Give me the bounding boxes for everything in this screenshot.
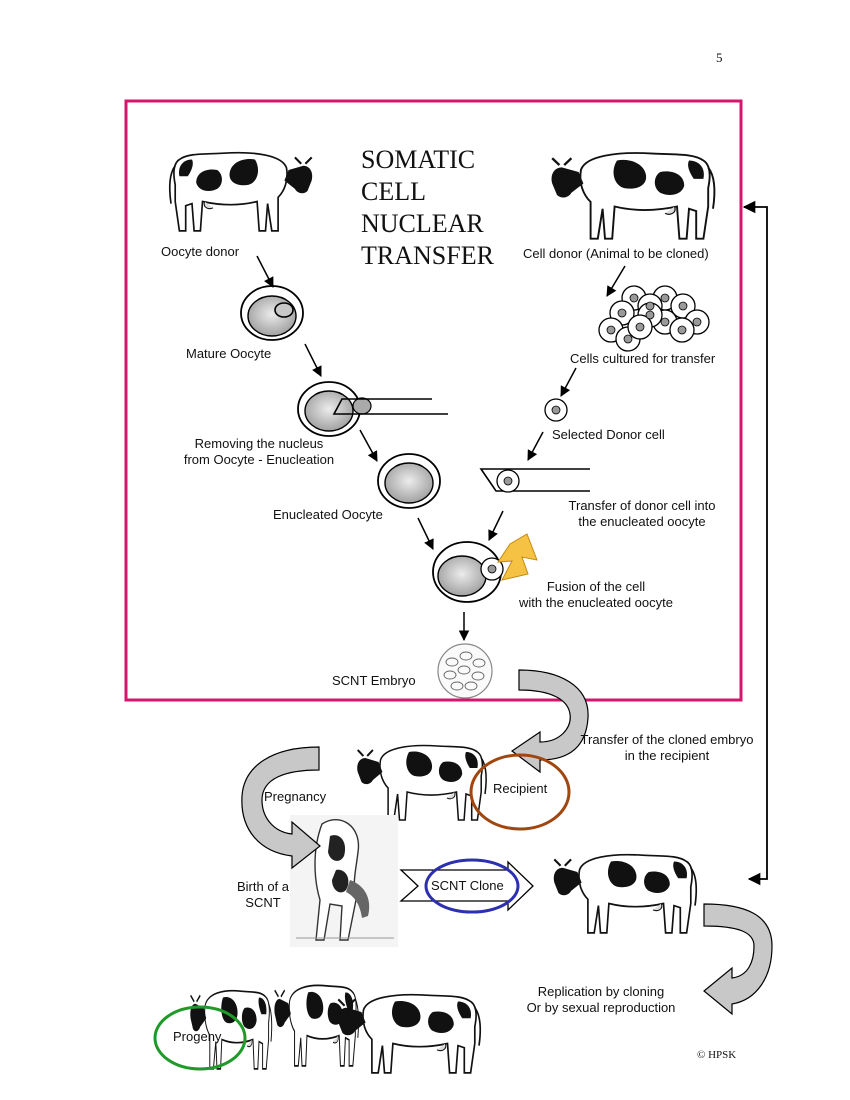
fusion-line-1: Fusion of the cell <box>546 579 646 594</box>
arrow-cultured-to-selected <box>560 367 577 397</box>
removing-nucleus-label: Removing the nucleus from Oocyte - Enucl… <box>170 436 348 468</box>
selected-donor-label: Selected Donor cell <box>552 427 665 442</box>
fusion-oocyte-cell-icon <box>432 541 504 603</box>
mature-oocyte-label: Mature Oocyte <box>186 346 272 361</box>
fusion-label: Fusion of the cell with the enucleated o… <box>510 579 682 611</box>
progeny-highlight-ring <box>153 1005 247 1071</box>
scnt-embryo-icon <box>437 643 493 699</box>
page-number: 5 <box>716 50 723 65</box>
progeny-label: Progeny <box>173 1029 222 1044</box>
fusion-line-2: with the enucleated oocyte <box>519 595 673 610</box>
progeny-cow-3-illustration <box>336 993 482 1074</box>
scnt-process-frame <box>124 99 743 702</box>
removing-nucleus-line-1: Removing the nucleus <box>194 436 324 451</box>
title-line-1: SOMATIC <box>361 145 476 174</box>
scnt-clone-chevron-arrow-icon <box>399 860 534 912</box>
selected-donor-cell-icon <box>544 398 568 422</box>
clone-to-donor-bracket-arrow <box>742 200 768 886</box>
enucleation-pipette-icon <box>332 398 448 415</box>
arrow-pipette-to-fusion <box>488 510 504 541</box>
title-line-2: CELL <box>361 177 426 206</box>
arrow-selected-to-pipette <box>527 431 544 461</box>
oocyte-donor-label: Oocyte donor <box>161 244 240 259</box>
arrow-enucleated-to-fusion <box>417 517 434 550</box>
cell-donor-label: Cell donor (Animal to be cloned) <box>523 246 709 261</box>
arrow-mature-to-enucleation <box>304 343 322 377</box>
transfer-donor-label: Transfer of donor cell into the enucleat… <box>556 498 728 530</box>
removing-nucleus-line-2: from Oocyte - Enucleation <box>183 452 335 467</box>
replication-label: Replication by cloning Or by sexual repr… <box>516 984 686 1016</box>
enucleation-oocyte-cell-icon <box>297 381 372 437</box>
pregnancy-curved-arrow-icon <box>241 746 321 870</box>
scnt-embryo-label: SCNT Embryo <box>332 673 416 688</box>
oocyte-donor-cow-illustration <box>168 151 314 232</box>
replication-line-2: Or by sexual reproduction <box>526 1000 676 1015</box>
recipient-cow-illustration <box>356 744 488 821</box>
scnt-clone-label: SCNT Clone <box>431 878 504 893</box>
scnt-clone-highlight-ring <box>424 858 520 914</box>
transfer-cloned-line-1: Transfer of the cloned embryo <box>580 732 754 747</box>
transfer-donor-line-1: Transfer of donor cell into <box>568 498 716 513</box>
birth-line-2: SCNT <box>245 895 281 910</box>
copyright-notice: © HPSK <box>697 1049 737 1061</box>
transfer-donor-line-2: the enucleated oocyte <box>578 514 706 529</box>
replication-curved-arrow-icon <box>703 903 773 1016</box>
diagram-title: SOMATIC CELL NUCLEAR TRANSFER <box>361 144 494 272</box>
birth-label: Birth of a SCNT <box>228 879 298 911</box>
transfer-cloned-line-2: in the recipient <box>624 748 710 763</box>
cultured-cells-cluster-icon <box>598 285 710 352</box>
calf-birth-illustration <box>290 815 398 947</box>
recipient-label: Recipient <box>493 781 548 796</box>
embryo-transfer-curved-arrow-icon <box>510 669 589 774</box>
arrow-enucleation-to-enucleated <box>359 429 378 462</box>
cells-cultured-label: Cells cultured for transfer <box>570 351 716 366</box>
enucleated-oocyte-cell-icon <box>377 453 441 509</box>
pregnancy-label: Pregnancy <box>264 789 327 804</box>
replication-line-1: Replication by cloning <box>537 984 665 999</box>
birth-line-1: Birth of a <box>236 879 290 894</box>
clone-cow-illustration <box>552 853 698 934</box>
lightning-bolt-icon <box>497 533 538 581</box>
cell-donor-cow-illustration <box>550 151 716 240</box>
arrow-donor-to-mature-oocyte <box>256 255 274 288</box>
mature-oocyte-cell-icon <box>240 285 304 341</box>
title-line-4: TRANSFER <box>361 241 494 270</box>
donor-transfer-pipette-icon <box>479 468 590 493</box>
recipient-highlight-ring <box>469 753 571 831</box>
process-arrows <box>256 255 626 642</box>
title-line-3: NUCLEAR <box>361 209 484 238</box>
enucleated-oocyte-label: Enucleated Oocyte <box>273 507 383 522</box>
arrow-celldonor-to-cultured <box>606 265 626 297</box>
transfer-cloned-label: Transfer of the cloned embryo in the rec… <box>572 732 762 764</box>
